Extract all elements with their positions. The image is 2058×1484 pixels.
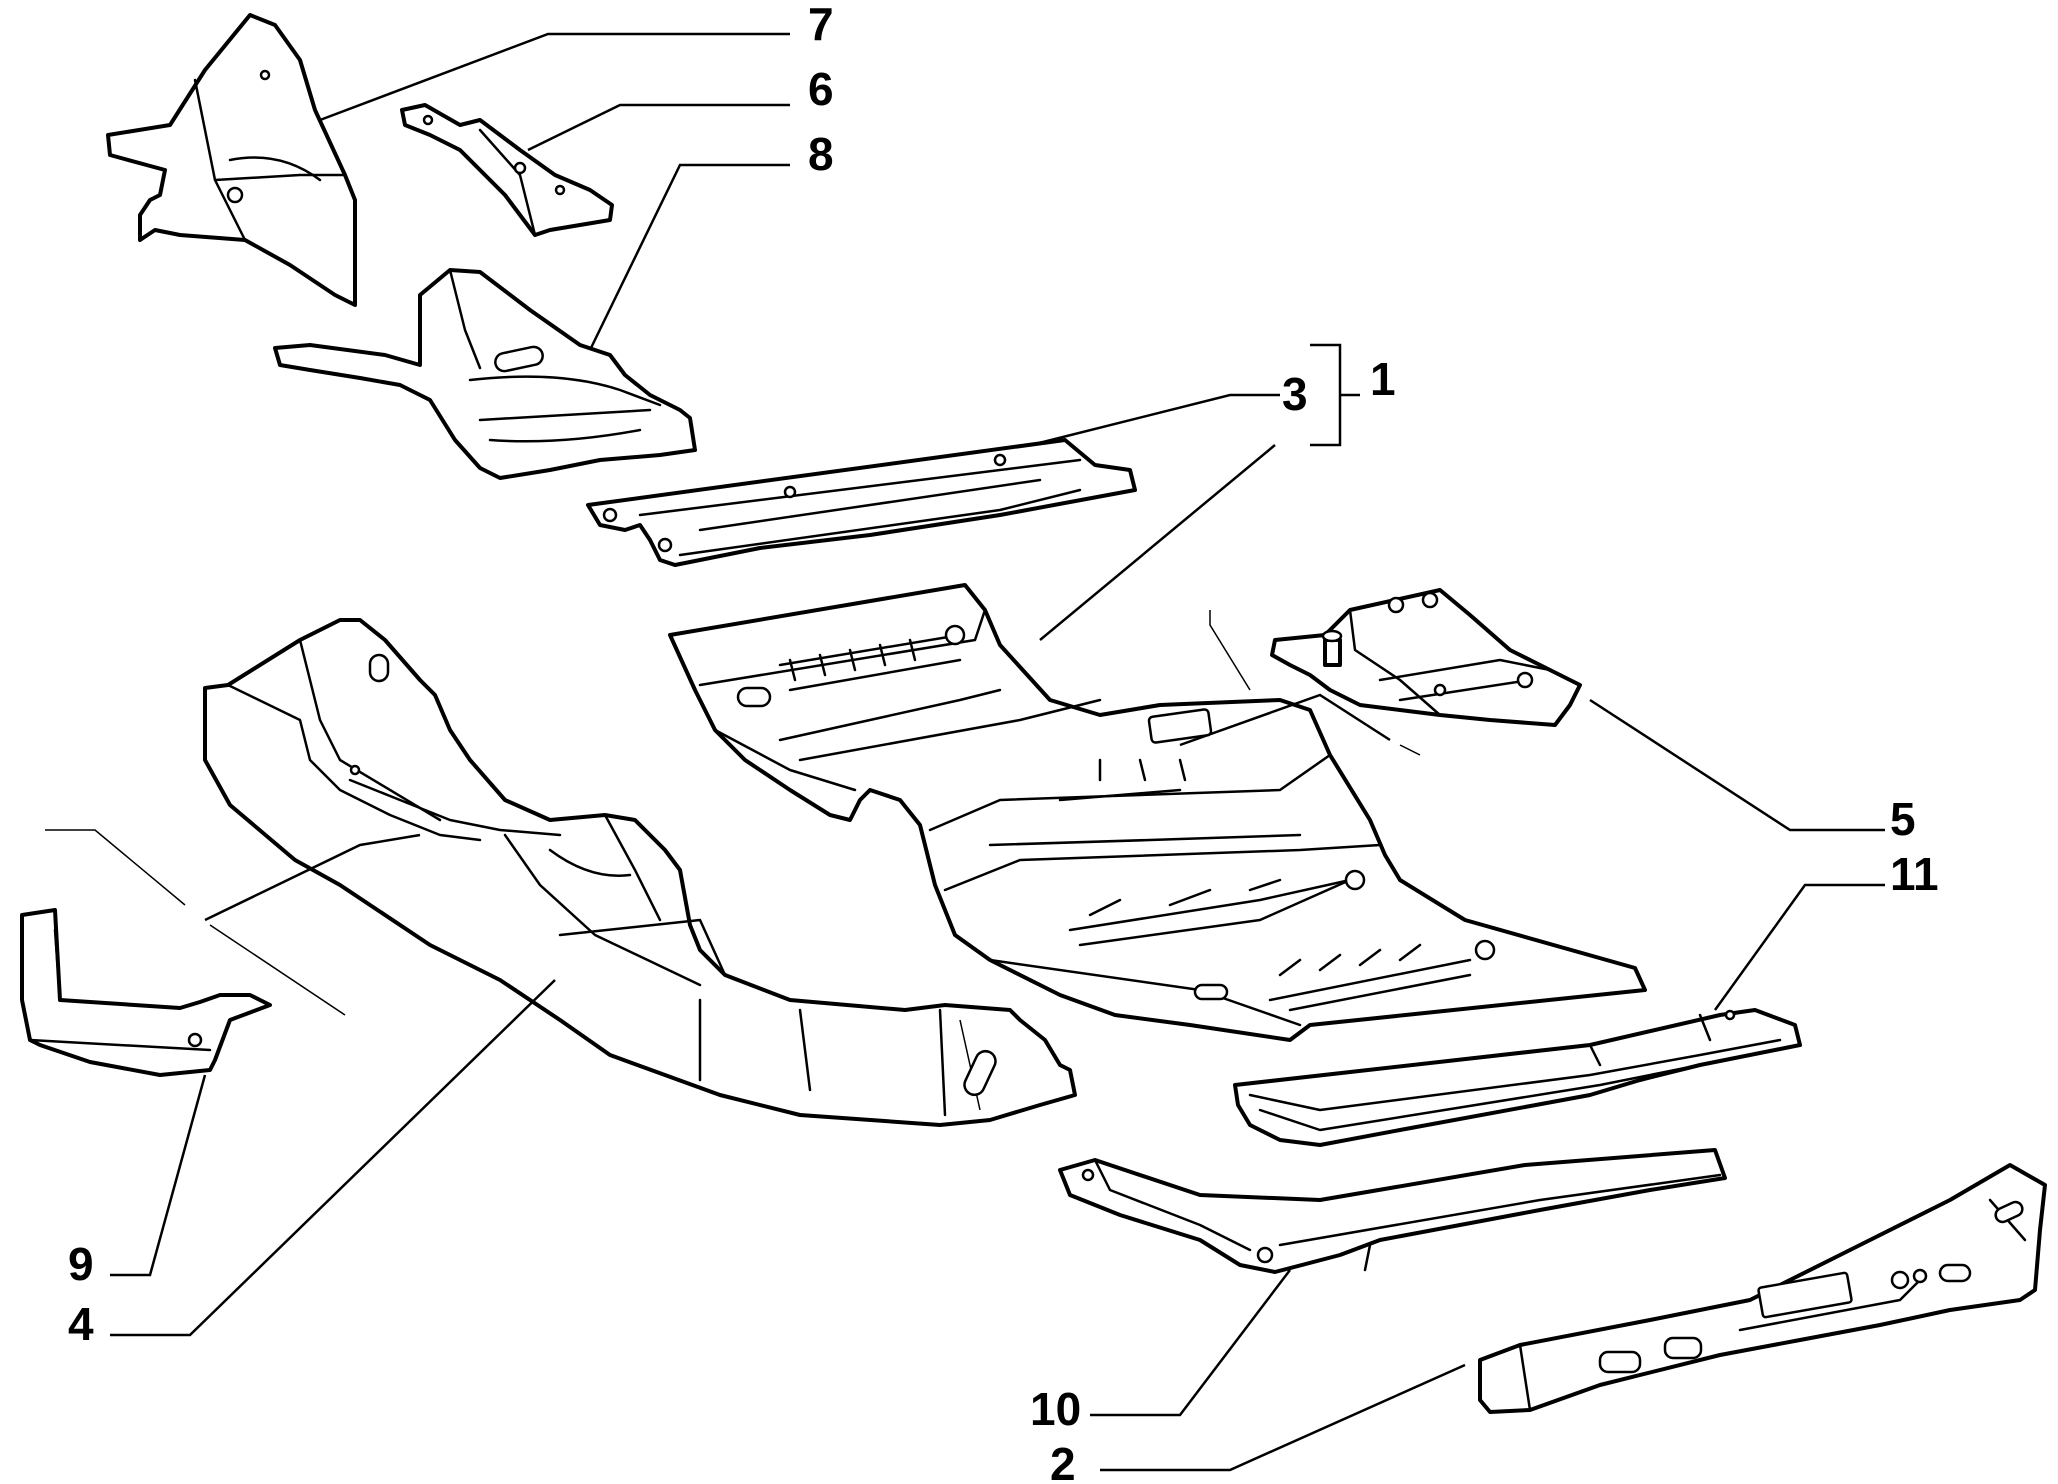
part-10-inner-sill — [1058, 1148, 1727, 1274]
part-4-tunnel — [203, 618, 1077, 1127]
callout-7: 7 — [808, 0, 834, 50]
part-1-floor-panel — [668, 583, 1647, 1042]
callout-9: 9 — [68, 1238, 94, 1290]
callout-4: 4 — [68, 1298, 94, 1350]
callout-1: 1 — [1370, 353, 1396, 405]
part-8-bracket — [273, 268, 697, 480]
callout-2: 2 — [1050, 1438, 1076, 1484]
callout-8: 8 — [808, 128, 834, 180]
continuation-lines — [45, 610, 1421, 1016]
callout-6: 6 — [808, 63, 834, 115]
part-7-bracket — [106, 13, 357, 307]
part-5-bracket — [1270, 588, 1582, 727]
callout-11: 11 — [1890, 848, 1939, 900]
callout-labels: 7 6 8 3 1 5 11 10 2 9 4 — [68, 0, 1939, 1484]
callout-10: 10 — [1030, 1383, 1081, 1435]
part-3-reinforcement — [586, 438, 1137, 567]
callout-5: 5 — [1890, 793, 1916, 845]
leader-lines — [110, 32, 1885, 1472]
part-9-bracket — [20, 908, 272, 1077]
part-6-bracket — [400, 103, 614, 237]
part-2-side-reinforcement — [1478, 1163, 2047, 1414]
part-11-side-sill — [1233, 1008, 1802, 1147]
callout-3: 3 — [1282, 368, 1308, 420]
